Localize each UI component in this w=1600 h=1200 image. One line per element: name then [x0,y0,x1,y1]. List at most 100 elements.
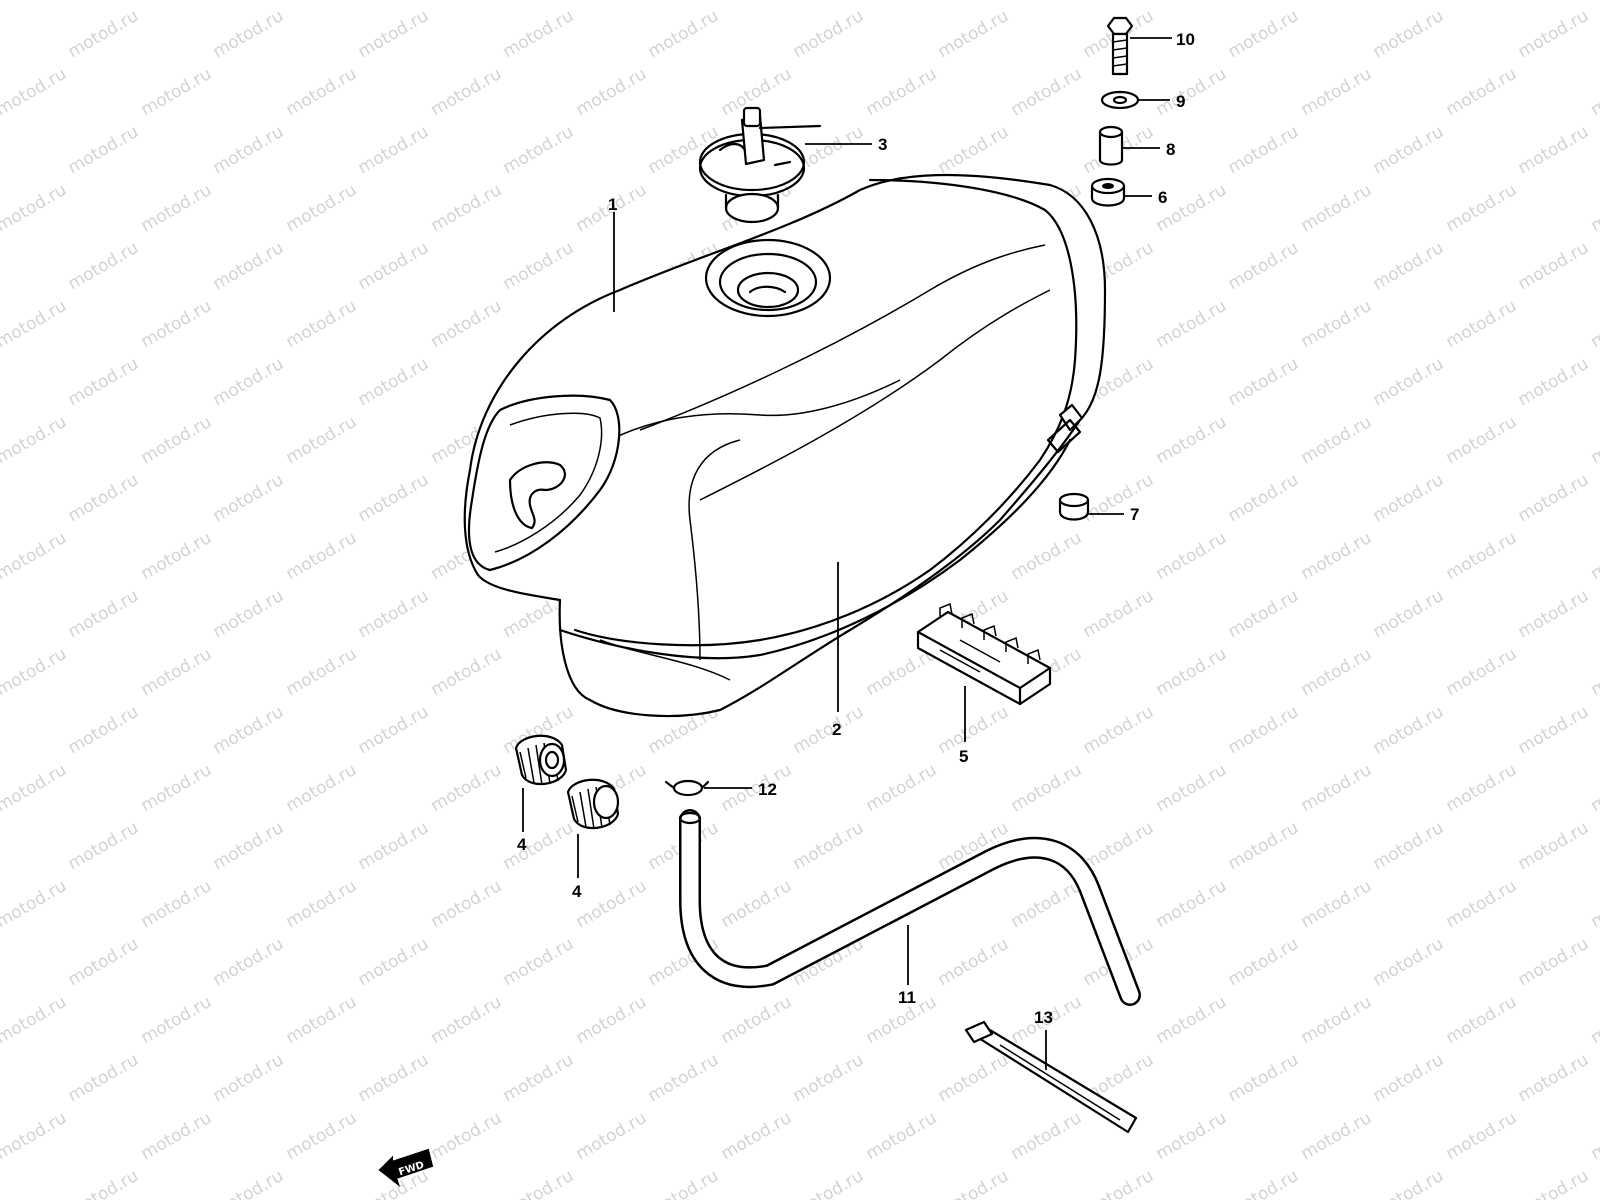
watermark-text: motod.ru [863,0,941,4]
watermark-text: motod.ru [0,0,70,4]
watermark-text: motod.ru [138,1108,216,1164]
rubber-cushion [916,602,1052,706]
watermark-text: motod.ru [1443,1108,1521,1164]
watermark-text: motod.ru [138,528,216,584]
watermark-text: motod.ru [1298,0,1376,4]
watermark-text: motod.ru [500,1050,578,1106]
watermark-text: motod.ru [1588,760,1600,816]
watermark-text: motod.ru [0,1108,70,1164]
watermark-text: motod.ru [0,412,70,468]
watermark-text: motod.ru [65,1050,143,1106]
watermark-text: motod.ru [1515,586,1593,642]
watermark-text: motod.ru [283,876,361,932]
watermark-text: motod.ru [1370,354,1448,410]
cushion-4a [514,734,568,786]
watermark-text: motod.ru [1588,992,1600,1048]
watermark-text: motod.ru [1443,64,1521,120]
watermark-text: motod.ru [0,992,70,1048]
watermark-text: motod.ru [1298,180,1376,236]
watermark-text: motod.ru [1225,934,1303,990]
watermark-text: motod.ru [1370,586,1448,642]
watermark-text: motod.ru [138,180,216,236]
watermark-text: motod.ru [1008,528,1086,584]
watermark-text: motod.ru [1515,122,1593,178]
watermark-text: motod.ru [1153,760,1231,816]
watermark-text: motod.ru [1588,876,1600,932]
watermark-text: motod.ru [283,412,361,468]
watermark-text: motod.ru [935,122,1013,178]
watermark-text: motod.ru [1008,64,1086,120]
watermark-text: motod.ru [573,64,651,120]
watermark-text: motod.ru [1008,876,1086,932]
watermark-text: motod.ru [1588,0,1600,4]
watermark-text: motod.ru [573,0,651,4]
watermark-text: motod.ru [1080,1166,1158,1200]
watermark-text: motod.ru [138,992,216,1048]
callout-8: 8 [1166,140,1175,159]
watermark-text: motod.ru [1008,1108,1086,1164]
watermark-text: motod.ru [935,6,1013,62]
callout-2: 2 [832,720,841,739]
watermark-text: motod.ru [283,296,361,352]
watermark-text: motod.ru [1588,64,1600,120]
tank-band [964,1020,1138,1134]
leader-lines [522,37,1172,1070]
watermark-text: motod.ru [355,470,433,526]
watermark-text: motod.ru [1515,354,1593,410]
watermark-text: motod.ru [65,586,143,642]
watermark-text: motod.ru [718,0,796,4]
watermark-text: motod.ru [1370,818,1448,874]
watermark-text: motod.ru [790,1050,868,1106]
callout-7: 7 [1130,505,1139,524]
watermark-text: motod.ru [1515,1166,1593,1200]
watermark-text: motod.ru [428,1108,506,1164]
watermark-text: motod.ru [1080,818,1158,874]
washer [1100,90,1140,110]
watermark-text: motod.ru [1298,412,1376,468]
watermark-text: motod.ru [1008,760,1086,816]
callout-5: 5 [959,747,968,766]
cushion-4b [566,778,620,830]
watermark-text: motod.ru [863,760,941,816]
watermark-text: motod.ru [1588,296,1600,352]
watermark-text: motod.ru [1370,238,1448,294]
watermark-text: motod.ru [645,6,723,62]
watermark-text: motod.ru [1225,122,1303,178]
cushion-top [1090,177,1126,207]
watermark-text: motod.ru [790,6,868,62]
watermark-text: motod.ru [283,528,361,584]
watermark-text: motod.ru [1008,0,1086,4]
watermark-text: motod.ru [1588,528,1600,584]
watermark-text: motod.ru [935,1050,1013,1106]
watermark-text: motod.ru [1515,470,1593,526]
watermark-text: motod.ru [355,1050,433,1106]
watermark-text: motod.ru [1443,528,1521,584]
watermark-text: motod.ru [138,0,216,4]
watermark-text: motod.ru [1370,702,1448,758]
watermark-text: motod.ru [1153,0,1231,4]
watermark-text: motod.ru [283,0,361,4]
watermark-text: motod.ru [1370,470,1448,526]
watermark-text: motod.ru [0,644,70,700]
watermark-text: motod.ru [283,992,361,1048]
watermark-text: motod.ru [65,6,143,62]
watermark-text: motod.ru [573,1108,651,1164]
watermark-text: motod.ru [645,1166,723,1200]
watermark-text: motod.ru [1370,1050,1448,1106]
watermark-text: motod.ru [863,64,941,120]
watermark-text: motod.ru [1443,180,1521,236]
watermark-text: motod.ru [1153,644,1231,700]
callout-9: 9 [1176,92,1185,111]
watermark-text: motod.ru [1443,992,1521,1048]
watermark-text: motod.ru [1298,876,1376,932]
watermark-text: motod.ru [573,876,651,932]
watermark-text: motod.ru [0,64,70,120]
fuel-tank [463,173,1107,718]
watermark-text: motod.ru [1153,412,1231,468]
watermark-text: motod.ru [790,1166,868,1200]
watermark-text: motod.ru [1225,470,1303,526]
watermark-text: motod.ru [0,180,70,236]
watermark-text: motod.ru [1225,818,1303,874]
watermark-text: motod.ru [1515,1050,1593,1106]
watermark-text: motod.ru [428,644,506,700]
